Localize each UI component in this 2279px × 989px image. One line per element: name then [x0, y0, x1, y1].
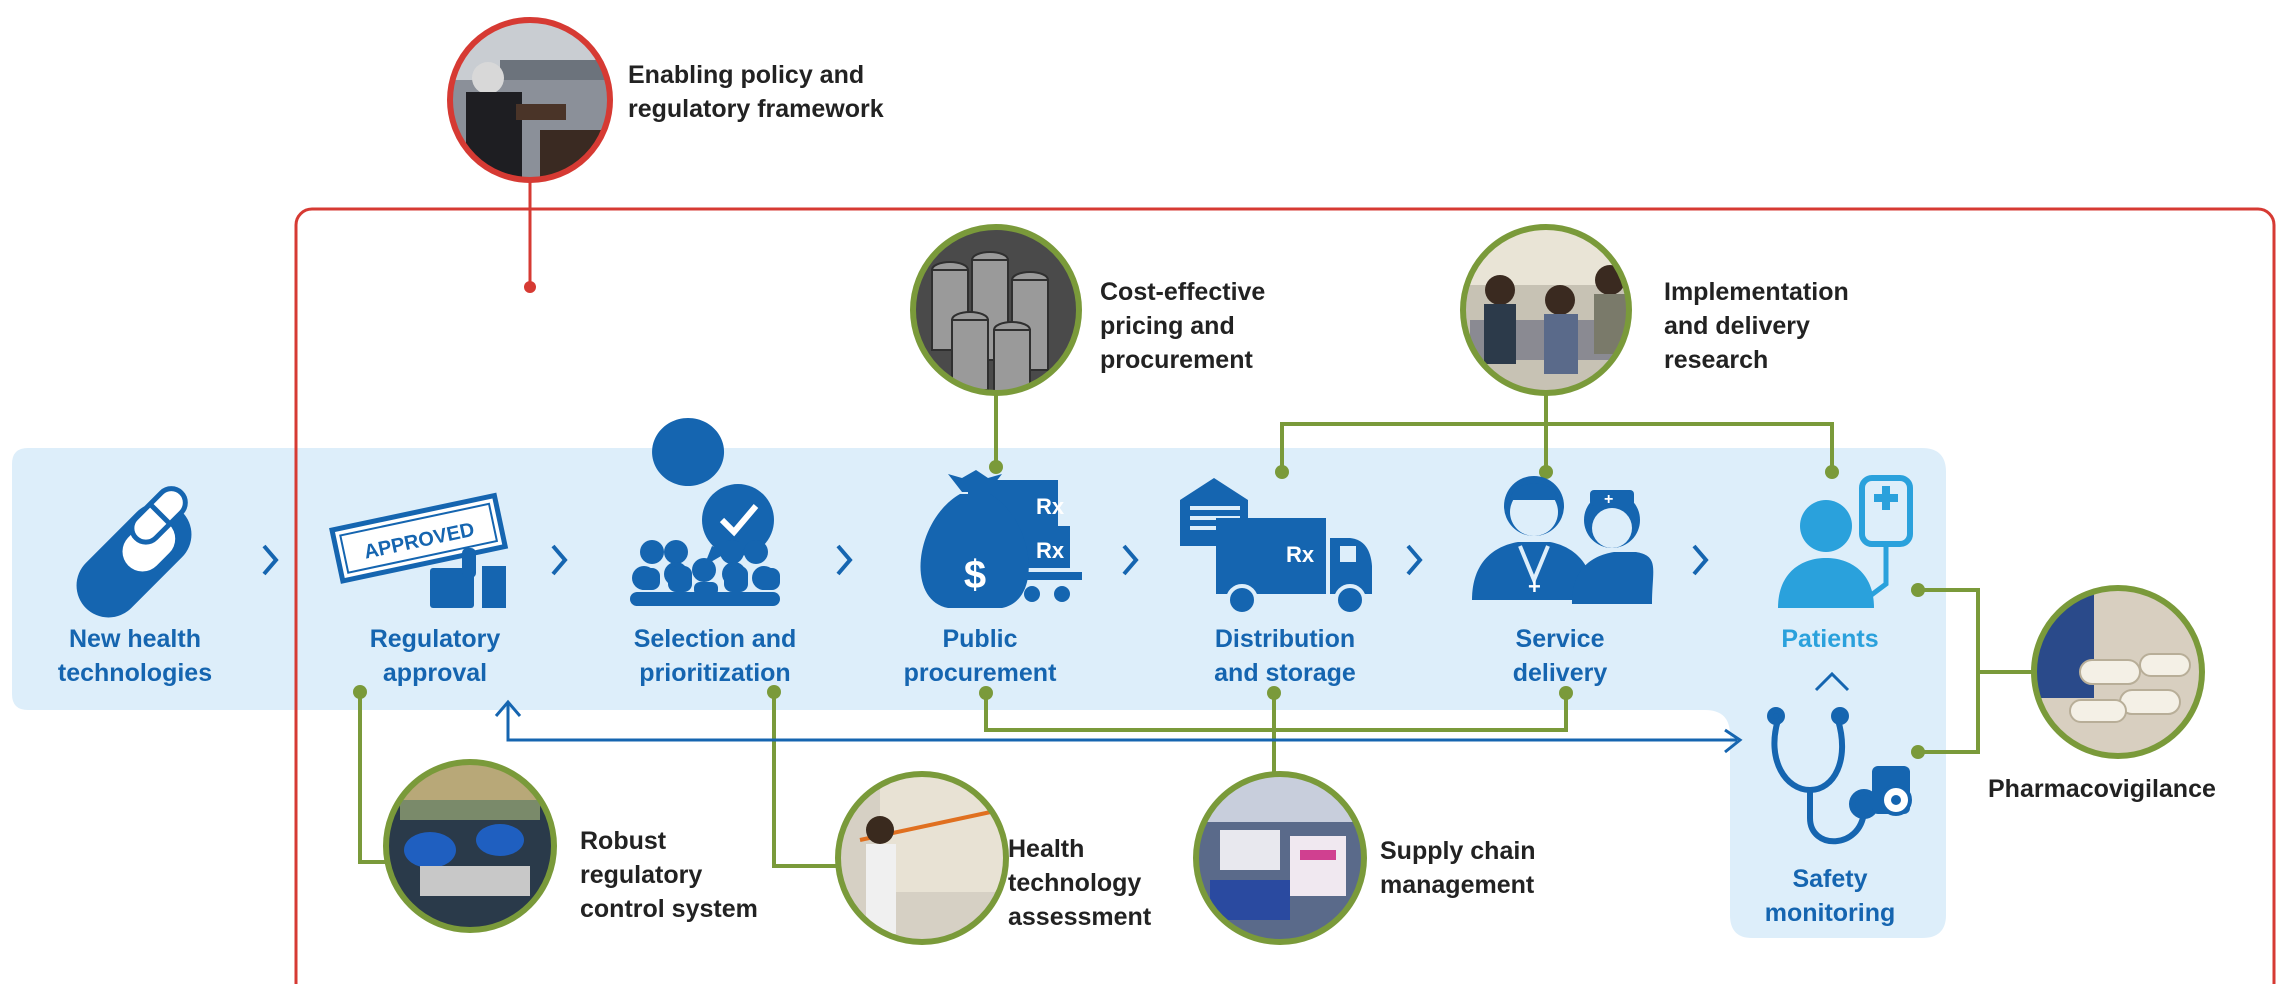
svg-text:+: +: [1528, 574, 1541, 599]
svg-text:Rx: Rx: [1036, 494, 1065, 519]
pills-icon: [76, 486, 192, 618]
support-connectors: [358, 392, 2036, 868]
step-label-public-procurement: Public procurement: [903, 625, 1057, 687]
policy-label: Enabling policy and regulatory framework: [628, 61, 884, 123]
doctor-nurse-icon: + +: [1472, 476, 1654, 604]
patient-iv-icon: [1778, 475, 1913, 608]
medicine-boxes-photo: [1193, 771, 1367, 945]
connector-dots: [353, 460, 1925, 759]
svg-text:Rx: Rx: [1036, 538, 1065, 563]
approved-stamp-icon: APPROVED: [329, 492, 509, 608]
pills-photo: [2031, 585, 2205, 759]
meeting-photo: [447, 17, 613, 183]
presenter-photo: [835, 771, 1009, 945]
step-label-new-health-technologies: New health technologies: [57, 625, 213, 687]
support-label-supply-chain: Supply chain management: [1380, 837, 1536, 899]
support-label-cost-effective-pricing: Cost-effective pricing and procurement: [1100, 278, 1266, 374]
svg-text:$: $: [964, 553, 986, 597]
svg-text:Rx: Rx: [1286, 542, 1315, 567]
money-bag-icon: Rx Rx $: [920, 470, 1082, 608]
meeting-research-photo: [1460, 224, 1632, 396]
patients-up-chevron: [1814, 671, 1850, 692]
step-label-service-delivery: Service delivery: [1512, 625, 1608, 687]
step-label-patients: Patients: [1781, 625, 1879, 653]
support-label-pharmacovigilance: Pharmacovigilance: [1988, 775, 2216, 803]
group-check-icon: [630, 418, 780, 606]
lab-gloves-photo: [383, 759, 557, 933]
policy-frame: [294, 207, 2276, 989]
support-label-implementation-research: Implementation and delivery research: [1664, 278, 1849, 374]
step-label-regulatory-approval: Regulatory approval: [369, 625, 501, 687]
stethoscope-icon: [1767, 707, 1912, 845]
step-label-selection-prioritization: Selection and prioritization: [633, 625, 797, 687]
step-label-distribution-storage: Distribution and storage: [1214, 625, 1356, 687]
support-label-robust-regulatory: Robust regulatory control system: [580, 827, 758, 923]
safety-monitoring-label: Safety monitoring: [1764, 865, 1896, 927]
support-label-health-technology-assessment: Health technology assessment: [1008, 835, 1152, 931]
svg-text:+: +: [1604, 491, 1613, 508]
policy-connector-dot: [524, 281, 536, 293]
truck-warehouse-icon: Rx: [1180, 478, 1372, 616]
step-chevrons: [262, 544, 1709, 576]
coins-photo: [910, 224, 1082, 396]
feedback-arrow: [494, 699, 1743, 754]
